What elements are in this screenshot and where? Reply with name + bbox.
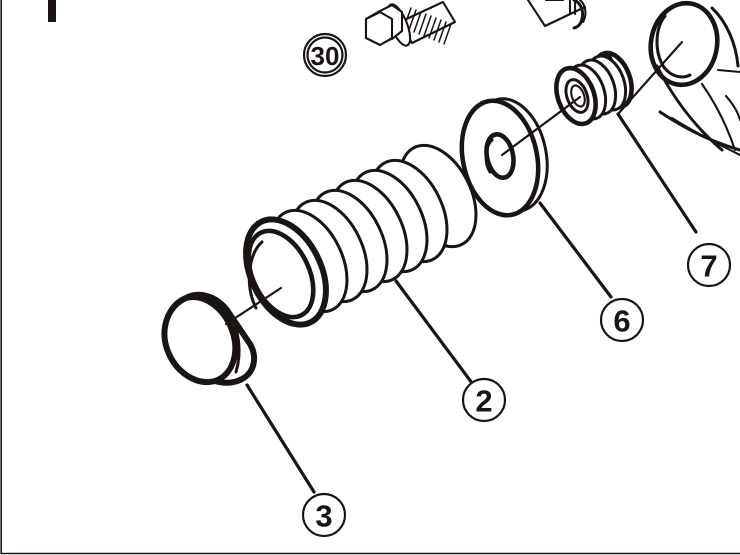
callout-2[interactable]: 2 — [461, 377, 507, 423]
mounting-boss — [648, 0, 740, 157]
bushing-spacer — [554, 50, 634, 127]
hex-flange-bolt — [364, 0, 457, 47]
ribbed-roller-sleeve — [243, 143, 478, 328]
leader-2 — [394, 279, 474, 385]
callout-30-label: 30 — [311, 41, 340, 71]
callout-2-label: 2 — [475, 384, 492, 419]
end-cap — [161, 291, 258, 386]
callout-6[interactable]: 6 — [599, 297, 645, 343]
callout-6-label: 6 — [613, 304, 630, 339]
callout-7[interactable]: 7 — [686, 242, 732, 288]
bracket-plate — [526, 0, 587, 28]
pointer-7-tip — [616, 40, 684, 116]
callout-30[interactable]: 30 — [302, 32, 348, 78]
leader-6 — [538, 201, 613, 299]
pointer-bushing — [500, 95, 582, 157]
leader-7 — [616, 112, 698, 234]
flat-washer — [459, 97, 549, 218]
callout-3[interactable]: 3 — [301, 492, 347, 538]
callout-7-label: 7 — [700, 249, 717, 284]
retaining-clip — [568, 0, 587, 30]
page-registration-tick — [48, 0, 56, 22]
leader-3 — [245, 383, 316, 494]
leader-lines — [224, 40, 698, 494]
callout-3-label: 3 — [315, 499, 332, 534]
pointer-roller-bore — [224, 286, 283, 326]
